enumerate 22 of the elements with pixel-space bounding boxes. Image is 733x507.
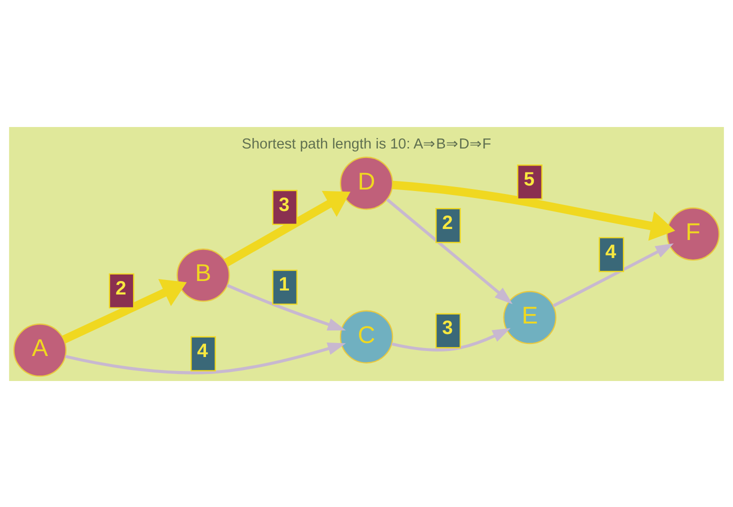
arrow <box>386 198 513 304</box>
node-circle: B <box>176 248 230 302</box>
arrow <box>392 180 676 240</box>
node-circle: A <box>13 323 67 376</box>
edge-label: 4 <box>197 340 208 362</box>
edge-label: 3 <box>442 316 453 339</box>
node-circle: C <box>340 310 394 363</box>
node-circle: D <box>340 156 394 210</box>
edge-label: 2 <box>442 211 453 234</box>
edge-label: 2 <box>116 276 126 299</box>
arrow <box>226 283 346 330</box>
arrow <box>62 278 187 343</box>
edge-label: 4 <box>605 240 616 262</box>
diagram-title: Shortest path length is 10: A⇒B⇒D⇒F <box>242 136 492 152</box>
arrow <box>552 242 674 307</box>
arrow <box>65 342 346 374</box>
edge-label: 3 <box>278 193 290 216</box>
node-circle: F <box>666 206 720 260</box>
edge-label: 5 <box>524 168 535 190</box>
arrow <box>392 328 511 351</box>
edge-label: 1 <box>278 273 290 296</box>
node-circle: E <box>503 290 556 344</box>
